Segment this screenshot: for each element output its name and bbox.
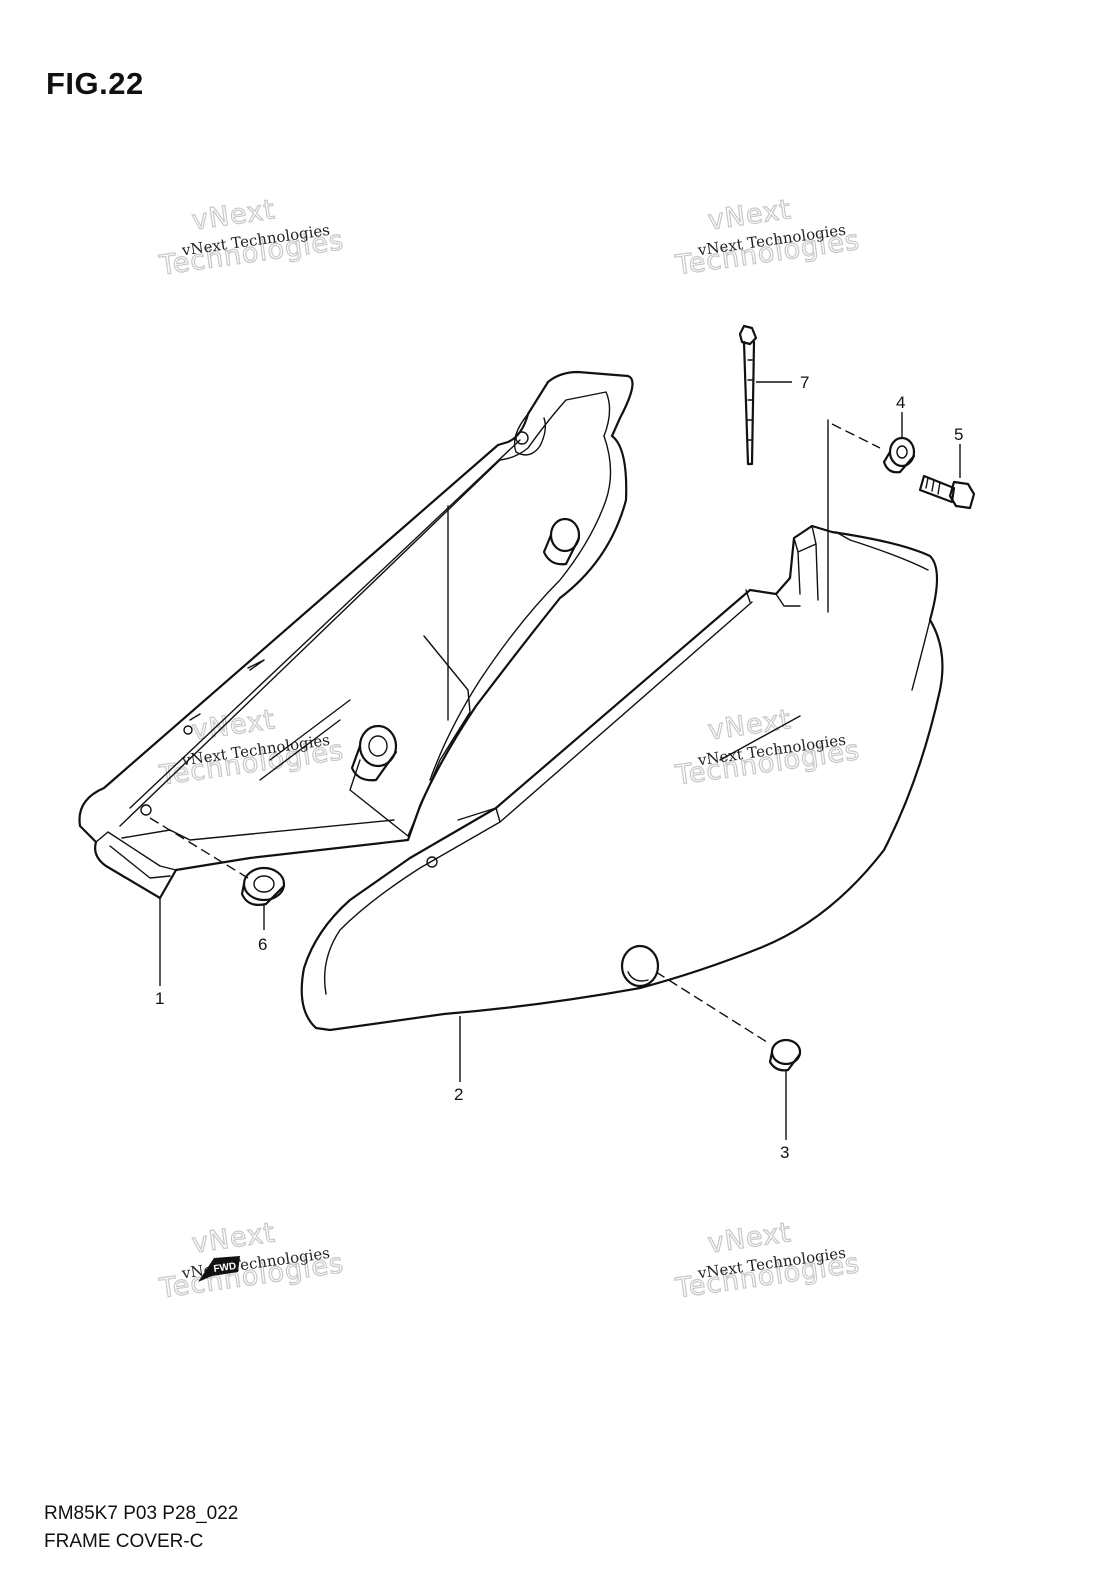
part-4-collar (882, 412, 916, 474)
fwd-label: FWD (213, 1261, 237, 1275)
part-3-grommet (655, 971, 802, 1140)
figure-title: FIG.22 (46, 66, 144, 101)
watermark-top-left: vNext Technologies vNext Technologies (156, 194, 346, 283)
part-2-frame-cover-right (300, 419, 944, 1082)
part-5-bolt (918, 444, 976, 510)
watermark-top-right: vNext Technologies vNext Technologies (672, 194, 862, 283)
diagram-name: FRAME COVER-C (44, 1531, 204, 1552)
callout-1: 1 (155, 989, 164, 1008)
fwd-arrow-icon: FWD (198, 1256, 240, 1282)
diagram-code: RM85K7 P03 P28_022 (44, 1503, 239, 1524)
watermark-middle-right: vNext Technologies vNext Technologies (672, 704, 862, 793)
callout-7: 7 (800, 373, 809, 392)
callout-5: 5 (954, 425, 963, 444)
watermark-middle-left: vNext Technologies vNext Technologies (156, 704, 346, 793)
part-6-grommet (149, 817, 286, 930)
part-1-frame-cover-left (78, 370, 634, 900)
watermark-bottom-right: vNext Technologies vNext Technologies (672, 1217, 862, 1306)
callout-2: 2 (454, 1085, 463, 1104)
watermark-bottom-left: vNext Technologies vNext Technologies (156, 1217, 346, 1306)
callout-4: 4 (896, 393, 905, 412)
callout-3: 3 (780, 1143, 789, 1162)
callout-6: 6 (258, 935, 267, 954)
part-7-clamp (738, 324, 792, 466)
